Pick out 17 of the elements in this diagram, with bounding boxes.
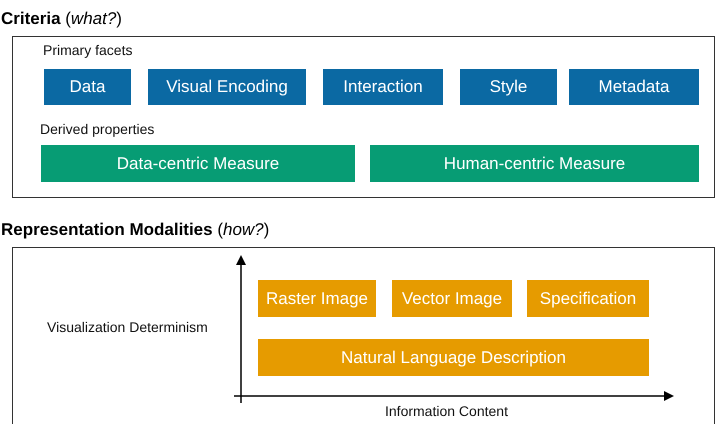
modality-box: Raster Image [258, 280, 376, 317]
facet-box: Visual Encoding [148, 69, 306, 105]
axis-label: Visualization Determinism [47, 319, 208, 335]
facet-box: Interaction [323, 69, 443, 105]
axis-label: Information Content [385, 403, 508, 419]
facet-box: Data [44, 69, 131, 105]
facet-box: Metadata [569, 69, 699, 105]
facet-box: Style [460, 69, 557, 105]
modality-box: Natural Language Description [258, 339, 649, 376]
section-heading: Representation Modalities (how?) [1, 220, 270, 240]
group-heading: Derived properties [40, 121, 154, 137]
group-heading: Primary facets [43, 42, 132, 58]
modality-box: Vector Image [392, 280, 512, 317]
measure-box: Human-centric Measure [370, 145, 699, 182]
section-heading: Criteria (what?) [1, 9, 122, 29]
measure-box: Data-centric Measure [41, 145, 355, 182]
modality-box: Specification [527, 280, 649, 317]
